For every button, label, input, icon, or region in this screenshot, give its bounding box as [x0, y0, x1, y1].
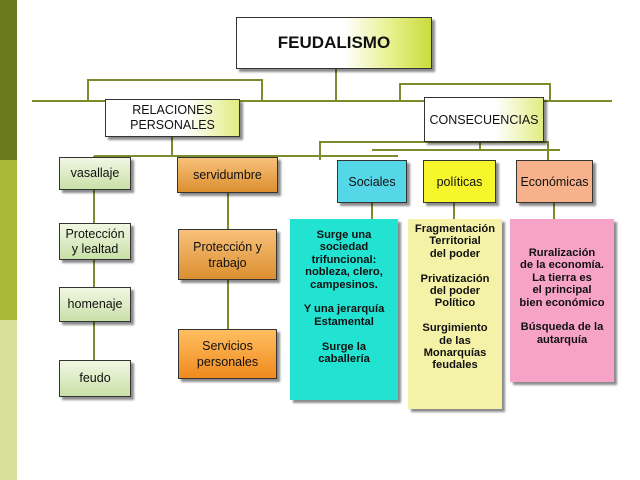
homenaje-box: homenaje [59, 287, 131, 322]
sociales-detail-text: Surge una sociedad trifuncional: nobleza… [303, 229, 385, 366]
feudo-label: feudo [79, 371, 111, 385]
sidebar-band-dark [0, 0, 17, 160]
decorative-sidebar [0, 0, 17, 480]
servidumbre-label: servidumbre [193, 168, 262, 182]
title-text: FEUDALISMO [277, 33, 391, 52]
sociales-detail-box: Surge una sociedad trifuncional: nobleza… [290, 219, 398, 400]
feudalismo-title: FEUDALISMO [236, 17, 432, 69]
economicas-detail-box: Ruralización de la economía. La tierra e… [510, 219, 614, 382]
economicas-detail-text: Ruralización de la economía. La tierra e… [519, 247, 605, 346]
politicas-label: políticas [436, 174, 483, 189]
consecuencias-label: CONSECUENCIAS [429, 112, 539, 127]
economicas-box: Económicas [516, 160, 593, 203]
economicas-label: Económicas [520, 174, 589, 189]
politicas-box: políticas [423, 160, 496, 203]
consecuencias-box: CONSECUENCIAS [424, 97, 544, 142]
politicas-detail-text: Fragmentación Territorial del poder Priv… [414, 223, 496, 372]
relaciones-label: RELACIONES PERSONALES [130, 103, 215, 132]
feudo-box: feudo [59, 360, 131, 397]
proteccion-lealtad-label: Protección y lealtad [65, 226, 125, 256]
homenaje-label: homenaje [67, 297, 123, 311]
sidebar-band-light [0, 320, 17, 480]
proteccion-trabajo-box: Protección y trabajo [178, 229, 277, 280]
vasallaje-label: vasallaje [70, 166, 120, 180]
vasallaje-box: vasallaje [59, 157, 131, 190]
servidumbre-box: servidumbre [177, 157, 278, 193]
proteccion-lealtad-box: Protección y lealtad [59, 223, 131, 260]
politicas-detail-box: Fragmentación Territorial del poder Priv… [408, 219, 502, 409]
sociales-box: Sociales [337, 160, 407, 203]
servicios-personales-box: Servicios personales [178, 329, 277, 379]
sidebar-band-mid [0, 160, 17, 320]
sociales-label: Sociales [348, 174, 396, 189]
proteccion-trabajo-label: Protección y trabajo [193, 239, 262, 270]
relaciones-personales-box: RELACIONES PERSONALES [105, 99, 240, 137]
servicios-label: Servicios personales [196, 339, 259, 369]
